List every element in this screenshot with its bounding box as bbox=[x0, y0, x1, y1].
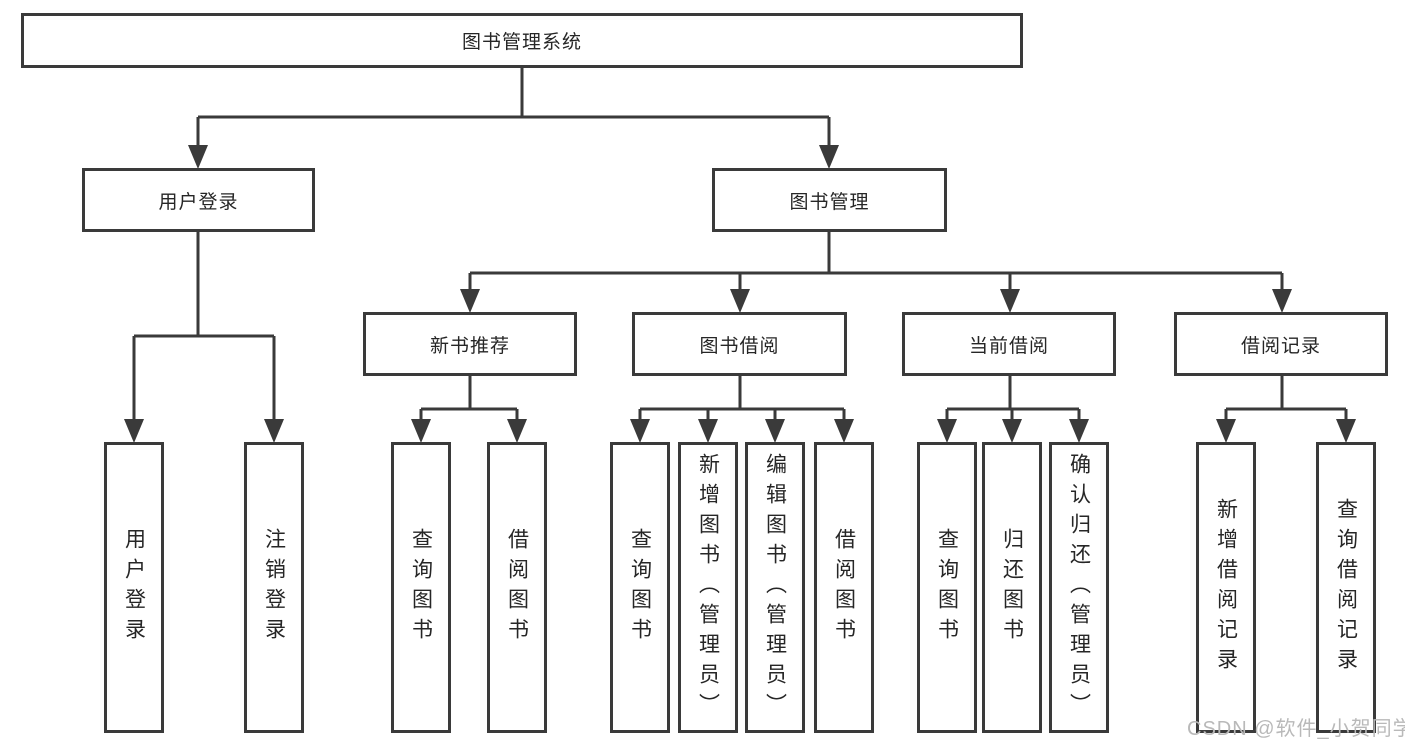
leaf-edit-book-admin: 编辑图书（管理员） bbox=[745, 442, 805, 733]
leaf-query-borrow-record-label: 查询借阅记录 bbox=[1334, 497, 1358, 678]
connector-currentborrow-to-leaves bbox=[945, 376, 1081, 421]
connector-newbookrec-to-leaves bbox=[419, 376, 519, 421]
leaf-confirm-return-admin: 确认归还（管理员） bbox=[1049, 442, 1109, 733]
connector-userlogin-to-leaves bbox=[132, 232, 276, 421]
leaf-edit-book-admin-label: 编辑图书（管理员） bbox=[763, 452, 787, 723]
node-root-label: 图书管理系统 bbox=[461, 32, 582, 53]
leaf-add-borrow-record: 新增借阅记录 bbox=[1196, 442, 1256, 733]
leaf-add-book-admin: 新增图书（管理员） bbox=[678, 442, 738, 733]
leaf-query-book-current-label: 查询图书 bbox=[935, 527, 959, 648]
leaf-confirm-return-admin-label: 确认归还（管理员） bbox=[1067, 452, 1091, 723]
leaf-logout-label: 注销登录 bbox=[262, 527, 286, 648]
leaf-add-book-admin-label: 新增图书（管理员） bbox=[696, 452, 720, 723]
leaf-query-book-recommend-label: 查询图书 bbox=[409, 527, 433, 648]
leaf-borrow-book-recommend: 借阅图书 bbox=[487, 442, 547, 733]
node-book-borrowing: 图书借阅 bbox=[632, 312, 847, 376]
node-borrowing-records: 借阅记录 bbox=[1174, 312, 1388, 376]
connector-borrowrecords-to-leaves bbox=[1224, 376, 1348, 421]
node-book-borrowing-label: 图书借阅 bbox=[699, 335, 780, 357]
leaf-return-book: 归还图书 bbox=[982, 442, 1042, 733]
leaf-query-book-recommend: 查询图书 bbox=[391, 442, 451, 733]
node-user-login: 用户登录 bbox=[82, 168, 315, 232]
leaf-query-book-current: 查询图书 bbox=[917, 442, 977, 733]
node-new-book-recommend-label: 新书推荐 bbox=[429, 335, 510, 357]
node-user-login-label: 用户登录 bbox=[158, 191, 239, 213]
leaf-query-book-borrowing: 查询图书 bbox=[610, 442, 670, 733]
node-root: 图书管理系统 bbox=[21, 13, 1023, 68]
leaf-borrow-book-borrowing-label: 借阅图书 bbox=[832, 527, 856, 648]
arrowheads bbox=[124, 145, 1356, 443]
leaf-query-borrow-record: 查询借阅记录 bbox=[1316, 442, 1376, 733]
leaf-logout: 注销登录 bbox=[244, 442, 304, 733]
leaf-user-login-label: 用户登录 bbox=[122, 527, 146, 648]
leaf-borrow-book-recommend-label: 借阅图书 bbox=[505, 527, 529, 648]
node-current-borrowing: 当前借阅 bbox=[902, 312, 1116, 376]
connector-bookmgmt-to-level3 bbox=[468, 232, 1284, 291]
leaf-user-login: 用户登录 bbox=[104, 442, 164, 733]
leaf-borrow-book-borrowing: 借阅图书 bbox=[814, 442, 874, 733]
node-book-management-label: 图书管理 bbox=[789, 191, 870, 213]
leaf-query-book-borrowing-label: 查询图书 bbox=[628, 527, 652, 648]
node-book-management: 图书管理 bbox=[712, 168, 947, 232]
node-current-borrowing-label: 当前借阅 bbox=[968, 335, 1049, 357]
connector-root-to-level2 bbox=[196, 68, 831, 147]
leaf-return-book-label: 归还图书 bbox=[1000, 527, 1024, 648]
leaf-add-borrow-record-label: 新增借阅记录 bbox=[1214, 497, 1238, 678]
csdn-watermark: CSDN @软件_小贺同学 bbox=[1187, 718, 1405, 740]
node-new-book-recommend: 新书推荐 bbox=[363, 312, 577, 376]
connector-bookborrow-to-leaves bbox=[638, 376, 846, 421]
node-borrowing-records-label: 借阅记录 bbox=[1240, 335, 1321, 357]
